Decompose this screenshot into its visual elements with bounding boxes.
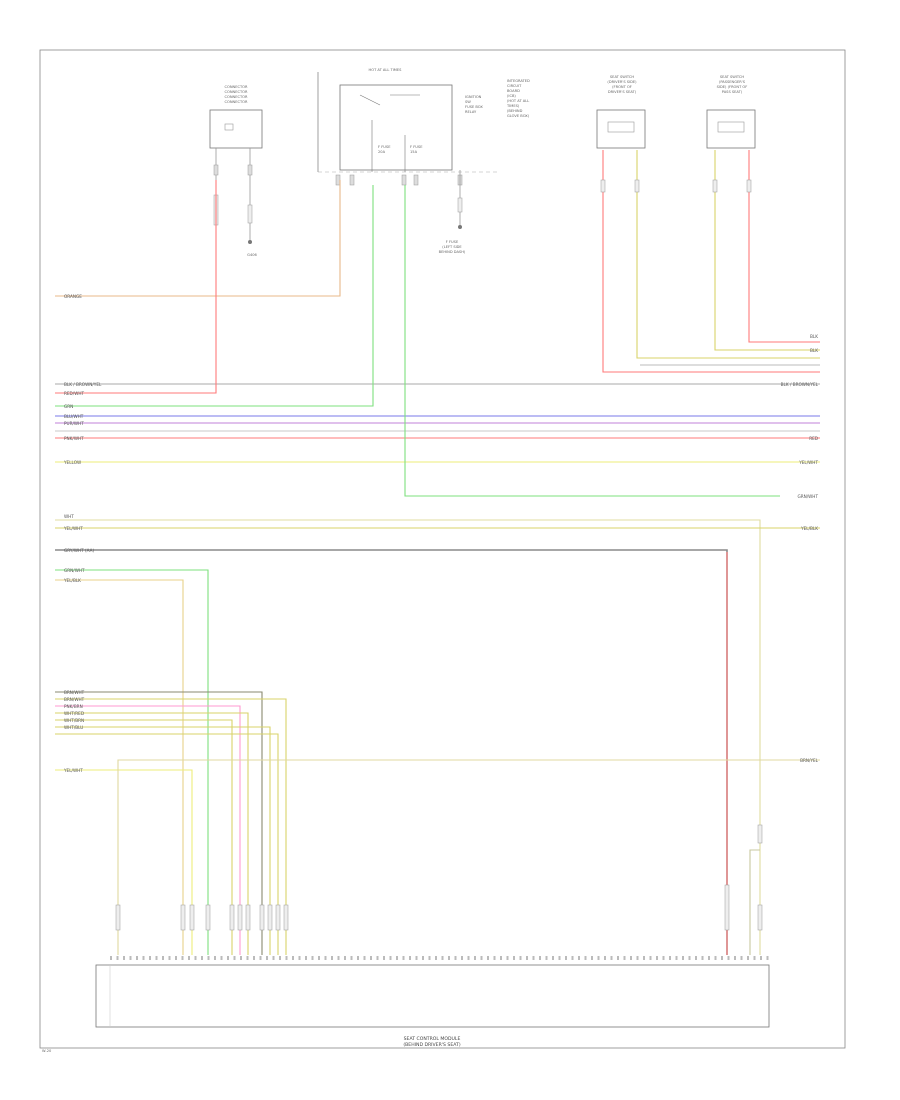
label-grn: GRN [64,404,73,409]
wire-green [55,185,374,407]
switch-left-1: SEAT SWITCH [610,75,634,79]
switch-right-3: SIDE) (FRONT OF [717,85,748,89]
fuse-box-sub-1: IGNITION [465,95,482,99]
fuse-a-1: F FUSE [378,145,391,149]
ground-symbol [248,240,252,244]
switch-left-2: (DRIVER'S SIDE) [607,80,637,84]
label-wtblu: WHT/BLU [64,725,83,730]
switch-right-2: (PASSENGER'S [719,80,746,84]
label-yellow2: YEL/WHT [63,768,83,773]
label-pur: PUR/WHT [64,421,84,426]
label-grnwht2: GRN/WHT [64,568,85,573]
label-gry: GRY/WHT (AA) [64,548,95,553]
switch-left: SEAT SWITCH (DRIVER'S SIDE) (FRONT OF DR… [596,75,646,149]
fuse-box-body [339,84,453,171]
wire-white [55,519,761,955]
fuse-box: HOT AT ALL TIMES IGNITION SW FUSE BOX RE… [317,68,530,254]
module-body [95,964,770,1028]
module-title-1: SEAT CONTROL MODULE [404,1036,461,1042]
fuse-b-2: 15A [410,150,418,154]
wire-red-white [55,180,217,394]
label-red: RED/WHT [64,391,84,396]
connector-left-body [209,109,263,149]
icb-line-1: INTEGRATED [507,79,530,83]
rlabel-blk2: BLK [810,348,818,353]
fuse-box-title: HOT AT ALL TIMES [369,68,403,72]
connector-left-line-4: CONNECTOR [224,100,248,104]
rlabel-brnyel: BRN/YEL [800,758,819,763]
label-pnk: PNK/WHT [64,436,84,441]
wire-green-white-2 [55,569,209,955]
label-pnkbrn: PNK/BRN [64,704,83,709]
label-wtred: WHT/RED [64,711,84,716]
icb-line-8: GLOVE BOX) [507,114,530,118]
connector-left-line-1: CONNECTOR [224,85,248,89]
connector-left: CONNECTOR CONNECTOR CONNECTOR CONNECTOR … [209,85,263,257]
fuse-bottom-1: F FUSE [446,240,459,244]
connector-left-line-2: CONNECTOR [224,90,248,94]
rlabel-blk: BLK [810,334,818,339]
wire-green-white [404,185,780,497]
icb-line-4: (ICB) [507,94,516,98]
seat-control-module: SEAT CONTROL MODULE (BEHIND DRIVER'S SEA… [95,964,770,1048]
label-brnwht: BRN/WHT [64,690,85,695]
icb-line-5: (HOT AT ALL [507,99,529,103]
switch-right: SEAT SWITCH (PASSENGER'S SIDE) (FRONT OF… [706,75,756,149]
icb-line-7: (BEHIND [507,109,523,113]
switch-left-4: DRIVER'S SEAT) [608,90,637,94]
wire-gray [55,549,728,955]
label-yelwht: YEL/WHT [63,526,83,531]
label-orange: ORANGE [64,294,82,299]
connector-left-line-3: CONNECTOR [224,95,248,99]
label-blu: BLU/WHT [64,414,84,419]
page-ref: W-20 [42,1049,52,1053]
diagram-frame [39,49,846,1049]
label-blkbrn: BLK / BROWN/YEL [64,382,102,387]
rlabel-yelblk: YEL/BLK [800,526,818,531]
label-yel: YELLOW [63,460,81,465]
wire-orange [55,180,341,297]
rlabel-yel: YEL/WHT [798,460,818,465]
switch-right-4: PASS SEAT) [722,90,743,94]
fuse-b-1: F FUSE [410,145,423,149]
ground-label: G406 [247,253,257,257]
fuse-a-2: 20A [378,150,386,154]
rlabel-blkbrn: BLK / BROWN/YEL [781,382,819,387]
fuse-box-sub-2: SW [465,100,471,104]
fuse-bottom-2: (LEFT SIDE [442,245,462,249]
label-brnwht2: BRN/WHT [64,697,85,702]
label-yelblk: YEL/BLK [63,578,81,583]
fuse-box-sub-3: FUSE BOX [465,105,483,109]
label-wht: WHT [64,514,74,519]
switch-right-1: SEAT SWITCH [720,75,744,79]
wire-yellow-black [55,579,184,955]
icb-line-2: CIRCUIT [507,84,522,88]
switch-left-3: (FRONT OF [612,85,632,89]
fuse-box-sub-4: RELAY [465,110,477,114]
module-title-2: (BEHIND DRIVER'S SEAT) [403,1042,460,1048]
icb-line-3: BOARD [507,89,520,93]
rlabel-red: RED [809,436,818,441]
label-wtred2: WHT/BRN [64,718,84,723]
fuse-bottom-3: BEHIND DASH) [439,250,466,254]
rlabel-grn: GRN/WHT [797,494,818,499]
icb-line-6: TIMES) [506,104,520,108]
